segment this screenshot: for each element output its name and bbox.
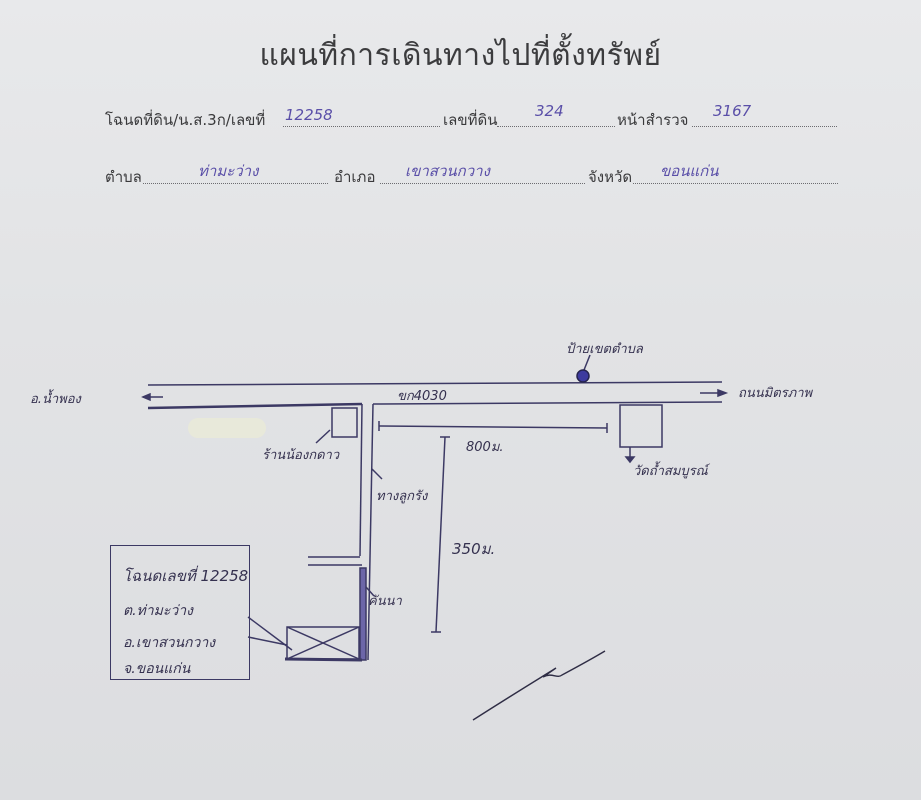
temple-building: [619, 404, 663, 448]
left-arrow-head: [141, 392, 151, 402]
district-dotted-line: [380, 183, 585, 184]
legend-district: อ.เขาสวนกวาง: [123, 635, 216, 651]
property-legend-box: โฉนดเลขที่ 12258 ต.ท่ามะว่าง อ.เขาสวนกวา…: [110, 545, 250, 680]
distance-horizontal-label: 800ม.: [466, 440, 504, 455]
survey-page-label: หน้าสำรวจ: [617, 111, 689, 129]
land-no-label: เลขที่ดิน: [443, 111, 498, 129]
plot-cross-b: [286, 626, 360, 660]
highway-bottom-edge-right: [372, 401, 723, 405]
paper-stain: [188, 418, 266, 438]
highway-top-edge: [147, 381, 723, 386]
survey-page-dotted-line: [692, 126, 837, 127]
province-value: ขอนแก่น: [660, 162, 719, 180]
deed-number: 12258: [285, 106, 333, 124]
right-arrow-head: [717, 388, 729, 398]
temple-label: วัดถ้ำสมบูรณ์: [633, 464, 708, 479]
legend-deed-number: โฉนดเลขที่ 12258: [123, 567, 249, 585]
sign-marker-icon: [576, 369, 590, 383]
shop-label: ร้านน้องกดาว: [262, 448, 340, 463]
subdistrict-dotted-line: [143, 183, 328, 184]
right-destination-label: ถนนมิตรภาพ: [738, 386, 813, 401]
deed-row: โฉนดที่ดิน/น.ส.3ก/เลขที่ 12258 เลขที่ดิน…: [0, 102, 921, 136]
land-no-dotted-line: [497, 126, 615, 127]
survey-page-value: 3167: [713, 102, 752, 120]
signature: [472, 650, 606, 721]
subdistrict-value: ท่ามะว่าง: [198, 162, 259, 180]
deed-label: โฉนดที่ดิน/น.ส.3ก/เลขที่: [105, 111, 266, 129]
location-row: ตำบล ท่ามะว่าง อำเภอ เขาสวนกวาง จังหวัด …: [0, 162, 921, 193]
land-no-value: 324: [535, 102, 564, 120]
shop-building: [331, 407, 358, 438]
subdistrict-label: ตำบล: [105, 168, 142, 186]
landmark-sign-label: ป้ายเขตตำบล: [566, 342, 643, 357]
province-dotted-line: [633, 183, 838, 184]
highway-bottom-edge-left: [147, 402, 363, 410]
legend-subdistrict: ต.ท่ามะว่าง: [123, 603, 193, 619]
district-value: เขาสวนกวาง: [405, 162, 490, 180]
legend-province: จ.ขอนแก่น: [123, 661, 191, 677]
shop-pointer: [315, 429, 331, 444]
distance-350m-line: [435, 436, 446, 633]
field-embankment-label: คันนา: [368, 594, 402, 609]
page-title: แผนที่การเดินทางไปที่ตั้งทรัพย์: [259, 38, 662, 73]
left-destination-label: อ.น้ำพอง: [30, 392, 81, 407]
side-road-left-edge: [359, 403, 363, 557]
distance-800m-line: [378, 425, 608, 429]
deed-dotted-line: [283, 126, 440, 127]
province-label: จังหวัด: [588, 168, 633, 186]
highway-label: ขก4030: [397, 389, 447, 404]
legend-pointer-b: [247, 636, 288, 646]
field-embankment: [359, 567, 367, 661]
side-road-label: ทางลูกรัง: [376, 489, 428, 504]
district-label: อำเภอ: [334, 168, 376, 186]
distance-vertical-label: 350ม.: [452, 540, 496, 558]
side-road-right-edge: [367, 403, 374, 661]
